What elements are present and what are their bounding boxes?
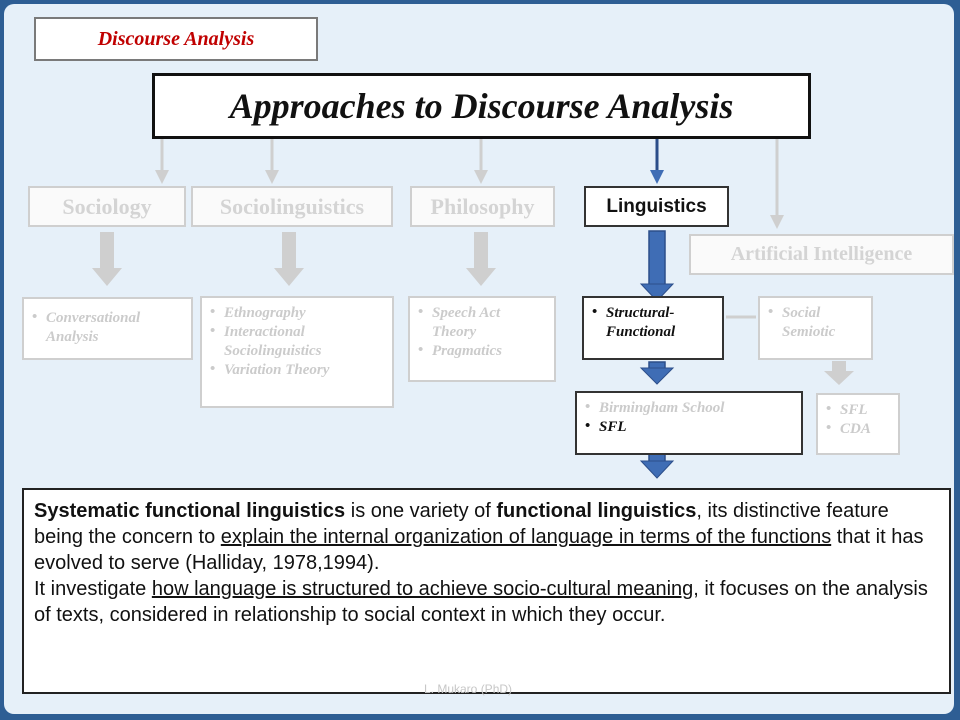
page-title: Approaches to Discourse Analysis xyxy=(152,73,811,139)
list-item: Ethnography xyxy=(210,303,384,323)
footer-author: L. Mukaro (PhD) xyxy=(424,682,513,696)
paragraph-2: It investigate how language is structure… xyxy=(34,576,939,628)
list-item: Social Semiotic xyxy=(768,303,863,342)
text-span: Systematic functional linguistics xyxy=(34,500,346,522)
category-sociology: Sociology xyxy=(28,186,186,227)
philosophy-box: Speech Act Theory Pragmatics xyxy=(408,296,556,382)
list-item: Speech Act Theory xyxy=(418,303,546,342)
list-item: SFL xyxy=(826,400,890,420)
category-sociolinguistics: Sociolinguistics xyxy=(191,186,393,227)
list-item: Interactional Sociolinguistics xyxy=(210,322,384,361)
slide: Discourse Analysis Approaches to Discour… xyxy=(4,4,954,714)
list-item: Conversational Analysis xyxy=(32,308,183,347)
list-item: Birmingham School xyxy=(585,398,793,418)
sociology-box: Conversational Analysis xyxy=(22,297,193,360)
social-semiotic-box: Social Semiotic xyxy=(758,296,873,360)
list-item: SFL xyxy=(585,417,793,437)
list-item: CDA xyxy=(826,419,890,439)
description-text: Systematic functional linguistics is one… xyxy=(22,488,951,694)
text-span: how language is structured to achieve so… xyxy=(151,578,694,600)
list-item: Structural-Functional xyxy=(592,303,714,342)
list-item: Pragmatics xyxy=(418,341,546,361)
section-tag: Discourse Analysis xyxy=(34,17,318,61)
paragraph-1: Systematic functional linguistics is one… xyxy=(34,498,939,576)
text-span: , its distinctive feature being the conc… xyxy=(34,500,889,548)
birmingham-sfl-box: Birmingham School SFL xyxy=(575,391,803,455)
sfl-cda-box: SFL CDA xyxy=(816,393,900,455)
category-artificial-intelligence: Artificial Intelligence xyxy=(689,234,954,275)
text-span: explain the internal organization of lan… xyxy=(220,526,832,548)
category-linguistics: Linguistics xyxy=(584,186,729,227)
text-span: , it focuses on the analysis of texts, c… xyxy=(34,578,928,626)
connector-arrows xyxy=(92,135,854,479)
text-span: functional linguistics xyxy=(496,500,697,522)
structural-functional-box: Structural-Functional xyxy=(582,296,724,360)
list-item: Variation Theory xyxy=(210,360,384,380)
text-span: that it has evolved to serve (Halliday, … xyxy=(34,526,924,574)
sociolinguistics-box: Ethnography Interactional Sociolinguisti… xyxy=(200,296,394,408)
category-philosophy: Philosophy xyxy=(410,186,555,227)
text-span: It investigate xyxy=(34,578,152,600)
text-span: is one variety of xyxy=(345,500,497,522)
